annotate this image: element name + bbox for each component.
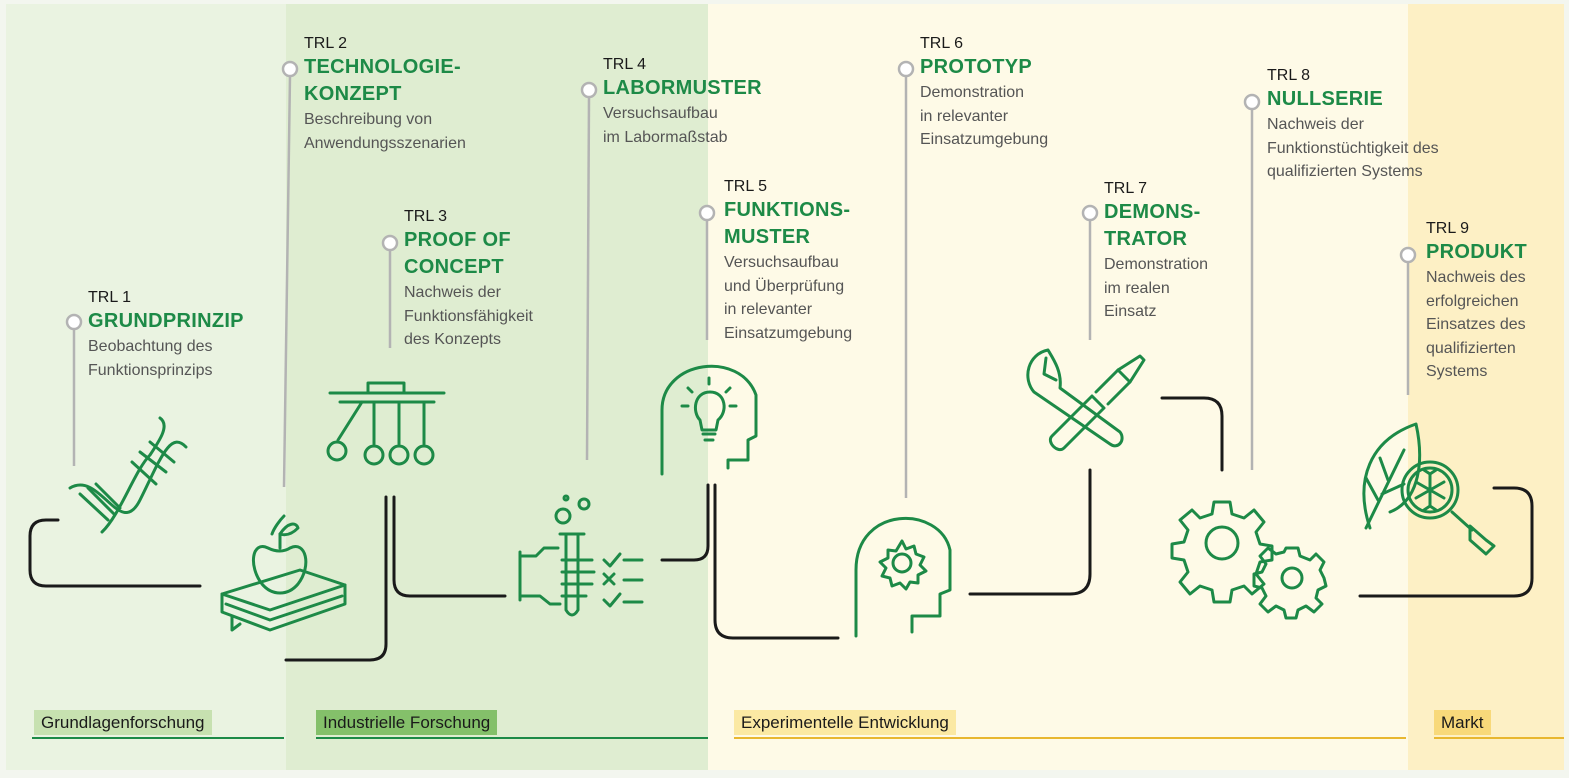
trl-8: TRL 8 NULLSERIE Nachweis der Funktionstü… xyxy=(1267,66,1439,184)
trl-description: Versuchsaufbau und Überprüfung in releva… xyxy=(724,254,853,342)
pin-dot-trl9 xyxy=(1399,246,1417,264)
trl-description: Versuchsaufbau im Labormaßstab xyxy=(603,105,728,146)
newtons-cradle-icon xyxy=(326,381,446,466)
trl-7: TRL 7 DEMONS- TRATOR Demonstration im re… xyxy=(1104,179,1208,324)
phase-band-grundlagenforschung xyxy=(6,4,286,770)
trl-number: TRL 1 xyxy=(88,289,131,306)
leaf-magnifier-icon xyxy=(1362,422,1496,556)
connector-1-2 xyxy=(28,518,202,588)
trl-title: TECHNOLOGIE- KONZEPT xyxy=(304,56,461,105)
trl-description: Demonstration in relevanter Einsatzumgeb… xyxy=(920,84,1049,148)
trl-description: Beobachtung des Funktionsprinzips xyxy=(88,338,213,379)
trl-number: TRL 4 xyxy=(603,56,646,73)
trl-4: TRL 4 LABORMUSTER Versuchsaufbau im Labo… xyxy=(603,55,762,149)
phase-band-experimentelle-entwicklung xyxy=(708,4,1408,770)
lab-test-hand-icon xyxy=(518,494,644,617)
phase-band-markt xyxy=(1408,4,1564,770)
trl-number: TRL 6 xyxy=(920,35,963,52)
pin-dot-trl5 xyxy=(698,204,716,222)
trl-6: TRL 6 PROTOTYP Demonstration in relevant… xyxy=(920,34,1048,152)
phase-label-grundlagenforschung: Grundlagenforschung xyxy=(34,710,212,735)
trl-title: NULLSERIE xyxy=(1267,88,1384,110)
trl-title: GRUNDPRINZIP xyxy=(88,310,244,332)
trl-2: TRL 2 TECHNOLOGIE- KONZEPT Beschreibung … xyxy=(304,34,466,155)
trl-number: TRL 5 xyxy=(724,178,767,195)
phase-label-experimentelle-entwicklung: Experimentelle Entwicklung xyxy=(734,710,956,735)
trl-3: TRL 3 PROOF OF CONCEPT Nachweis der Funk… xyxy=(404,207,533,352)
pin-dot-trl1 xyxy=(65,313,83,331)
wrench-screwdriver-icon xyxy=(1026,348,1146,451)
pin-dot-trl3 xyxy=(381,234,399,252)
phase-band-industrielle-forschung xyxy=(286,4,708,770)
connector-6-7 xyxy=(968,468,1092,596)
trl-description: Nachweis der Funktionstüchtigkeit des qu… xyxy=(1267,116,1439,180)
trl-title: LABORMUSTER xyxy=(603,77,762,99)
trl-title: PROTOTYP xyxy=(920,56,1033,78)
trl-title: PROOF OF CONCEPT xyxy=(404,229,511,278)
pin-dot-trl4 xyxy=(580,81,598,99)
trl-9: TRL 9 PRODUKT Nachweis des erfolgreichen… xyxy=(1426,219,1527,384)
trl-number: TRL 7 xyxy=(1104,180,1147,197)
pin-dot-trl6 xyxy=(897,60,915,78)
gear-head-icon xyxy=(854,517,952,638)
pin-dot-trl8 xyxy=(1243,93,1261,111)
connector-2-3a xyxy=(284,495,388,662)
trl-title: FUNKTIONS- MUSTER xyxy=(724,199,851,248)
idea-head-icon xyxy=(660,364,758,476)
connector-path xyxy=(28,396,1534,662)
trl-number: TRL 8 xyxy=(1267,67,1310,84)
pin-line-trl2 xyxy=(282,75,292,488)
trl-title: PRODUKT xyxy=(1426,241,1527,263)
connector-7-8 xyxy=(1160,396,1224,472)
pin-line-trl4 xyxy=(585,96,591,461)
trl-description: Demonstration im realen Einsatz xyxy=(1104,256,1209,320)
pin-dot-trl2 xyxy=(281,60,299,78)
trl-title: DEMONS- TRATOR xyxy=(1104,201,1201,250)
trl-description: Nachweis des erfolgreichen Einsatzes des… xyxy=(1426,269,1526,380)
trl-description: Beschreibung von Anwendungsszenarien xyxy=(304,111,466,152)
phase-label-markt: Markt xyxy=(1434,710,1491,735)
connector-4-5 xyxy=(660,483,710,562)
apple-book-icon xyxy=(220,514,347,632)
connector-8-9 xyxy=(1358,486,1534,598)
connector-5-6 xyxy=(713,483,840,640)
trl-description: Nachweis der Funktionsfähigkeit des Konz… xyxy=(404,284,533,348)
trl-number: TRL 2 xyxy=(304,35,347,52)
connector-3-4 xyxy=(392,495,507,598)
trl-1: TRL 1 GRUNDPRINZIP Beobachtung des Funkt… xyxy=(88,288,244,382)
pin-lines xyxy=(65,60,1417,498)
dna-icon xyxy=(68,416,188,534)
trl-number: TRL 9 xyxy=(1426,220,1469,237)
pin-dot-trl7 xyxy=(1081,204,1099,222)
trl-number: TRL 3 xyxy=(404,208,447,225)
gears-icon xyxy=(1170,500,1328,620)
trl-5: TRL 5 FUNKTIONS- MUSTER Versuchsaufbau u… xyxy=(724,177,852,345)
phase-label-industrielle-forschung: Industrielle Forschung xyxy=(316,710,498,735)
